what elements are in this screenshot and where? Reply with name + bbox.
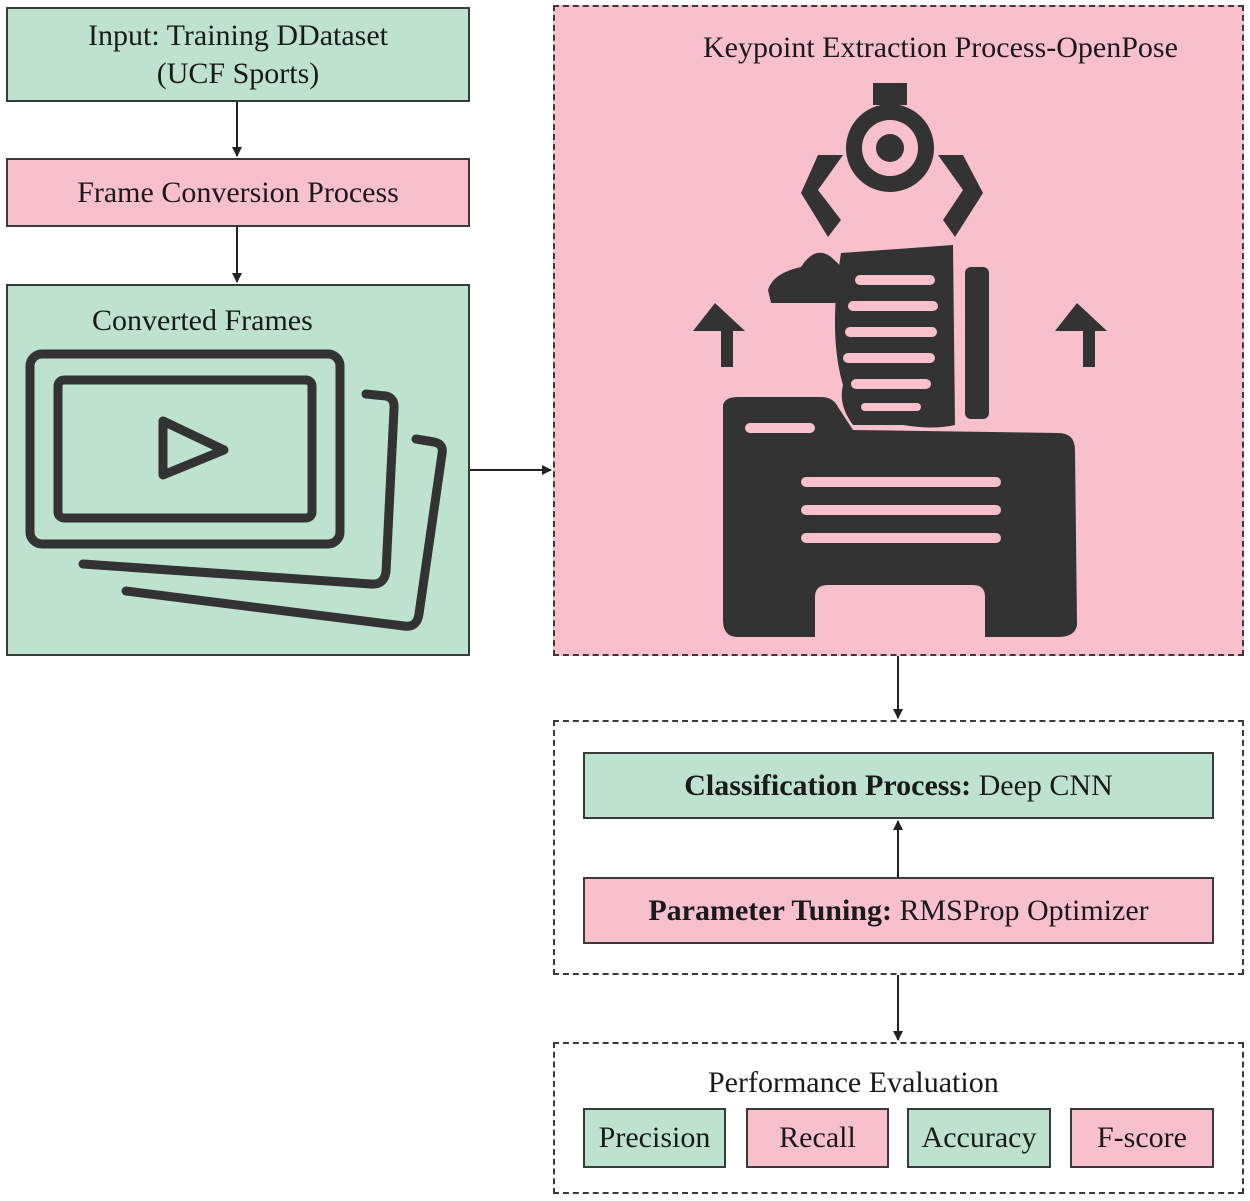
classification-box: Classification Process: Deep CNN — [583, 752, 1214, 819]
video-frames-icon — [25, 349, 447, 631]
keypoint-extraction-panel: Keypoint Extraction Process-OpenPose — [553, 5, 1244, 656]
frame-conversion-box: Frame Conversion Process — [6, 158, 470, 227]
metric-recall: Recall — [746, 1108, 889, 1168]
input-box: Input: Training DDataset (UCF Sports) — [6, 7, 470, 102]
input-box-line1: Input: Training DDataset — [88, 18, 388, 52]
metric-accuracy-label: Accuracy — [921, 1121, 1037, 1154]
converted-frames-box: Converted Frames — [6, 284, 470, 656]
parameter-tuning-rest: RMSProp Optimizer — [891, 893, 1149, 927]
metric-precision: Precision — [583, 1108, 726, 1168]
metric-recall-label: Recall — [779, 1121, 856, 1154]
parameter-tuning-label: Parameter Tuning: RMSProp Optimizer — [648, 892, 1148, 930]
document-extraction-icon — [693, 83, 1107, 637]
metric-fscore: F-score — [1070, 1108, 1214, 1168]
classification-label: Classification Process: Deep CNN — [684, 767, 1113, 805]
frame-conversion-label: Frame Conversion Process — [77, 175, 399, 209]
keypoint-extraction-title: Keypoint Extraction Process-OpenPose — [703, 31, 1178, 64]
performance-title: Performance Evaluation — [708, 1066, 999, 1099]
metric-accuracy: Accuracy — [907, 1108, 1051, 1168]
input-box-line2: (UCF Sports) — [156, 56, 320, 90]
classification-rest: Deep CNN — [971, 768, 1113, 802]
metric-fscore-label: F-score — [1097, 1121, 1187, 1154]
metric-precision-label: Precision — [598, 1121, 711, 1154]
converted-frames-title: Converted Frames — [92, 304, 313, 337]
parameter-tuning-bold: Parameter Tuning: — [648, 893, 892, 927]
classification-bold: Classification Process: — [684, 768, 972, 802]
parameter-tuning-box: Parameter Tuning: RMSProp Optimizer — [583, 877, 1214, 944]
